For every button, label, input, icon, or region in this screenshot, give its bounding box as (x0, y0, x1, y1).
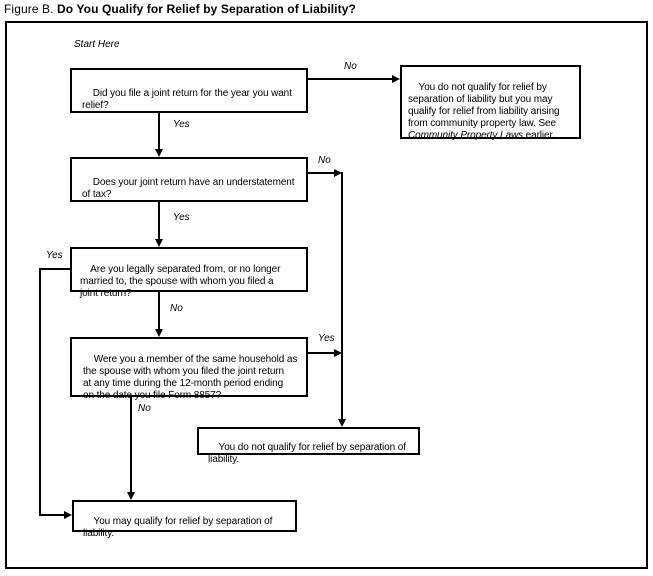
arrowhead-q1-yes (155, 149, 163, 157)
node-q3-legally-separated: Are you legally separated from, or no lo… (70, 247, 308, 299)
connector-q3-yes-vertical (39, 268, 41, 516)
arrowhead-q3-no (155, 329, 163, 337)
arrowhead-rail-not-qualify (338, 419, 346, 427)
label-q4-yes: Yes (317, 333, 336, 344)
label-q2-yes: Yes (172, 212, 191, 223)
result-community-text-italic: Community Property Laws (408, 130, 523, 141)
node-q3-text: Are you legally separated from, or no lo… (80, 264, 281, 299)
label-q1-no: No (343, 61, 358, 72)
label-q2-no: No (317, 155, 332, 166)
result-community-text-post: earlier. (522, 130, 555, 141)
connector-q4-yes (308, 352, 334, 354)
figure-title-text: Do You Qualify for Relief by Separation … (57, 2, 356, 16)
connector-q3-no (158, 292, 160, 330)
figure-title: Figure B. Do You Qualify for Relief by S… (4, 2, 356, 16)
node-result-not-qualify: You do not qualify for relief by separat… (197, 427, 420, 465)
start-here-label: Start Here (73, 39, 121, 50)
connector-q3-yes-into-may-qualify (39, 514, 64, 516)
node-q1-joint-return: Did you file a joint return for the year… (70, 68, 308, 113)
connector-q1-yes (158, 113, 160, 150)
connector-q4-no (130, 397, 132, 493)
connector-q2-yes (158, 202, 160, 240)
result-not-qualify-text: You do not qualify for relief by separat… (208, 442, 406, 465)
arrowhead-q1-no (392, 75, 400, 83)
label-q3-no: No (169, 303, 184, 314)
node-q4-same-household: Were you a member of the same household … (70, 337, 308, 401)
label-q4-no: No (137, 403, 152, 414)
node-result-community-property: You do not qualify for relief by separat… (400, 65, 581, 141)
node-q4-text: Were you a member of the same household … (83, 354, 298, 401)
result-community-text-pre: You do not qualify for relief by separat… (408, 82, 560, 129)
arrowhead-q3-yes (64, 511, 72, 519)
arrowhead-q2-yes (155, 239, 163, 247)
connector-q3-yes-horizontal (40, 268, 70, 270)
figure-label: Figure B. (4, 2, 54, 16)
connector-rail-to-not-qualify (341, 172, 343, 419)
node-q2-understatement: Does your joint return have an understat… (70, 157, 308, 202)
result-may-qualify-text: You may qualify for relief by separation… (83, 516, 273, 539)
connector-q2-no (308, 172, 334, 174)
label-q3-yes: Yes (45, 250, 64, 261)
arrowhead-q4-yes (334, 349, 342, 357)
node-q2-text: Does your joint return have an understat… (82, 177, 295, 200)
label-q1-yes: Yes (172, 119, 191, 130)
arrowhead-q4-no (127, 492, 135, 500)
arrowhead-q2-no (334, 169, 342, 177)
connector-q1-no (308, 78, 392, 80)
node-result-may-qualify: You may qualify for relief by separation… (72, 500, 297, 539)
node-q1-text: Did you file a joint return for the year… (82, 88, 292, 111)
